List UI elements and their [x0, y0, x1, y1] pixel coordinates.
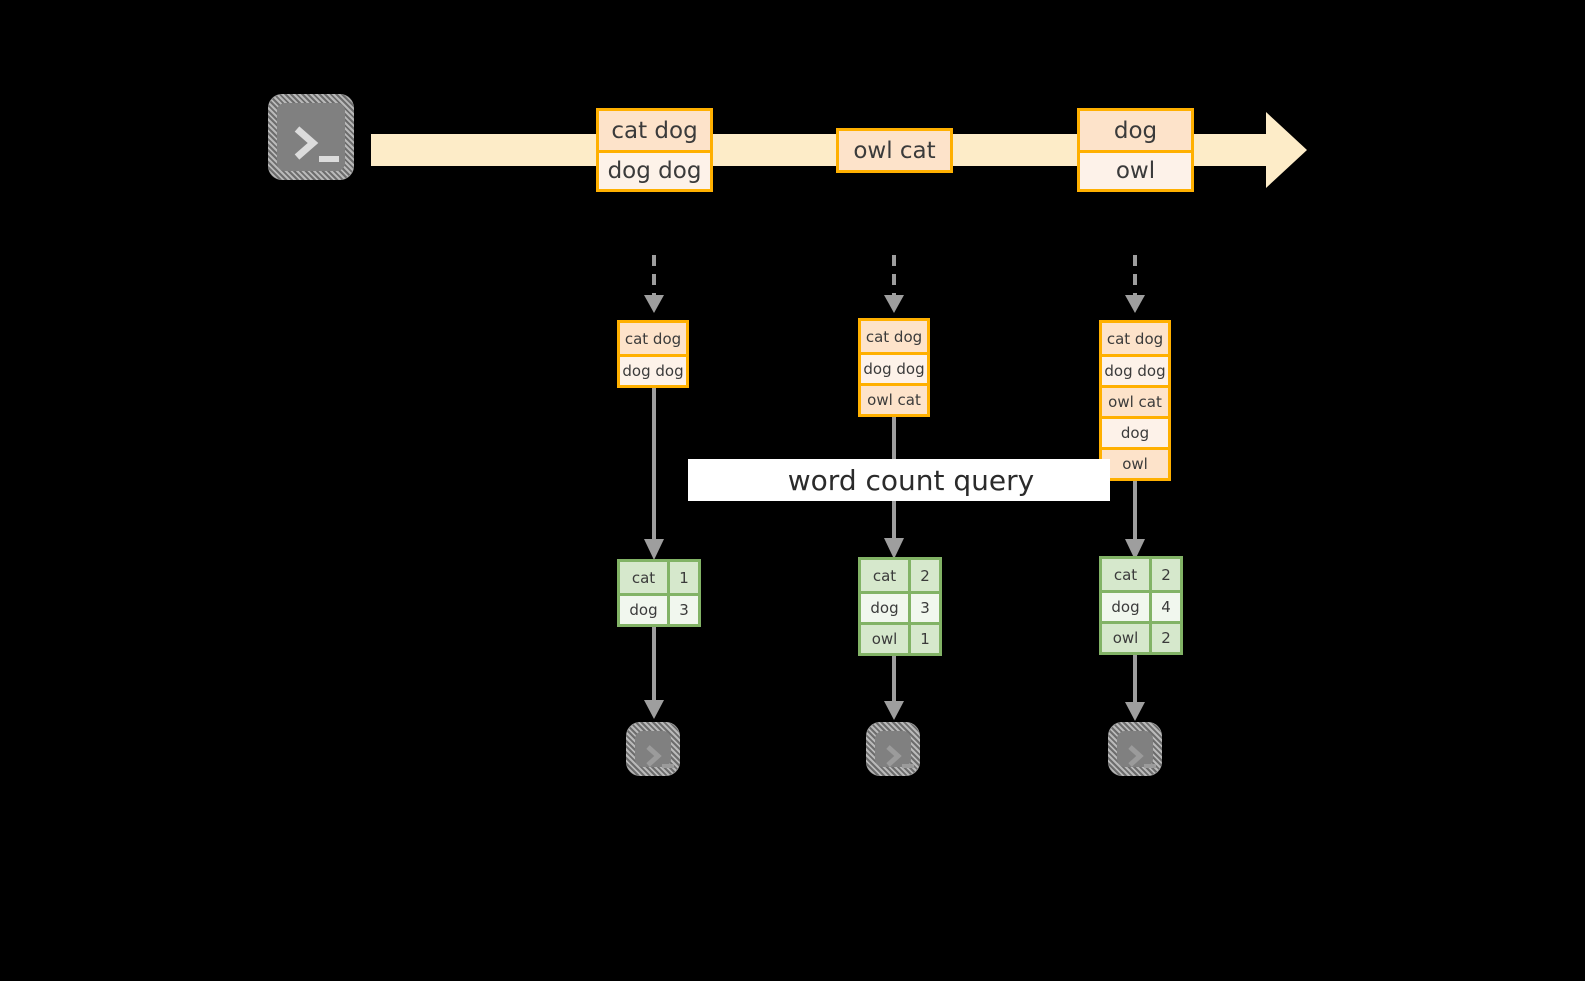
- stream-event-line: cat dog: [599, 111, 710, 150]
- query-label-text: word count query: [787, 463, 1035, 497]
- result-row: cat 2: [1102, 559, 1180, 590]
- snapshot-2-input-table[interactable]: cat dog dog dog owl cat: [858, 318, 930, 417]
- stream-event-group-1[interactable]: cat dog dog dog: [596, 108, 713, 192]
- terminal-prompt-glyph: [1128, 745, 1156, 768]
- snapshot-2-sink-connector: [880, 652, 908, 726]
- snapshot-1-sink-connector: [640, 623, 668, 725]
- stream-event-group-2[interactable]: owl cat: [836, 128, 953, 173]
- stream-to-snapshot-connector-2: [880, 255, 908, 321]
- stream-event-group-3[interactable]: dog owl: [1077, 108, 1194, 192]
- stream-event-line: owl: [1080, 150, 1191, 189]
- result-word: cat: [861, 560, 908, 591]
- result-count: 2: [908, 560, 939, 591]
- result-row: dog 3: [620, 593, 698, 624]
- snapshot-1-query-connector: [640, 382, 668, 566]
- snapshot-1-input-table[interactable]: cat dog dog dog: [617, 320, 689, 388]
- stream-event-line: owl cat: [839, 131, 950, 170]
- snapshot-input-row: dog dog: [861, 352, 927, 383]
- stream-event-line: dog: [1080, 111, 1191, 150]
- snapshot-input-row: owl cat: [861, 383, 927, 414]
- snapshot-input-row: cat dog: [861, 321, 927, 352]
- stream-to-snapshot-connector-3: [1121, 255, 1149, 321]
- result-word: dog: [620, 596, 667, 624]
- snapshot-2-sink-terminal-icon[interactable]: [866, 722, 920, 776]
- result-row: cat 2: [861, 560, 939, 591]
- result-count: 1: [908, 625, 939, 653]
- snapshot-1-sink-terminal-icon[interactable]: [626, 722, 680, 776]
- result-word: cat: [1102, 559, 1149, 590]
- snapshot-input-row: cat dog: [1102, 323, 1168, 354]
- stream-event-line: dog dog: [599, 150, 710, 189]
- result-word: dog: [1102, 593, 1149, 621]
- result-row: dog 3: [861, 591, 939, 622]
- snapshot-input-row: owl: [1102, 447, 1168, 478]
- result-word: owl: [861, 625, 908, 653]
- result-row: owl 2: [1102, 621, 1180, 652]
- result-row: dog 4: [1102, 590, 1180, 621]
- snapshot-input-row: dog dog: [1102, 354, 1168, 385]
- result-count: 4: [1149, 593, 1180, 621]
- snapshot-2-result-table[interactable]: cat 2 dog 3 owl 1: [858, 557, 942, 656]
- snapshot-input-row: owl cat: [1102, 385, 1168, 416]
- result-count: 2: [1149, 559, 1180, 590]
- snapshot-input-row: dog dog: [620, 354, 686, 385]
- snapshot-3-result-table[interactable]: cat 2 dog 4 owl 2: [1099, 556, 1183, 655]
- result-count: 2: [1149, 624, 1180, 652]
- snapshot-input-row: cat dog: [620, 323, 686, 354]
- snapshot-1-result-table[interactable]: cat 1 dog 3: [617, 559, 701, 627]
- result-row: owl 1: [861, 622, 939, 653]
- result-count: 3: [667, 596, 698, 624]
- snapshot-3-sink-connector: [1121, 651, 1149, 727]
- snapshot-3-input-table[interactable]: cat dog dog dog owl cat dog owl: [1099, 320, 1171, 481]
- result-count: 1: [667, 562, 698, 593]
- terminal-prompt-glyph: [886, 745, 914, 768]
- result-word: owl: [1102, 624, 1149, 652]
- result-word: cat: [620, 562, 667, 593]
- query-label-band: word count query: [688, 459, 1110, 501]
- result-word: dog: [861, 594, 908, 622]
- source-terminal-icon[interactable]: [268, 94, 354, 180]
- terminal-prompt-glyph: [294, 126, 339, 162]
- result-row: cat 1: [620, 562, 698, 593]
- result-count: 3: [908, 594, 939, 622]
- terminal-prompt-glyph: [646, 745, 674, 768]
- snapshot-3-sink-terminal-icon[interactable]: [1108, 722, 1162, 776]
- snapshot-3-query-connector: [1121, 476, 1149, 566]
- stream-to-snapshot-connector-1: [640, 255, 668, 321]
- snapshot-input-row: dog: [1102, 416, 1168, 447]
